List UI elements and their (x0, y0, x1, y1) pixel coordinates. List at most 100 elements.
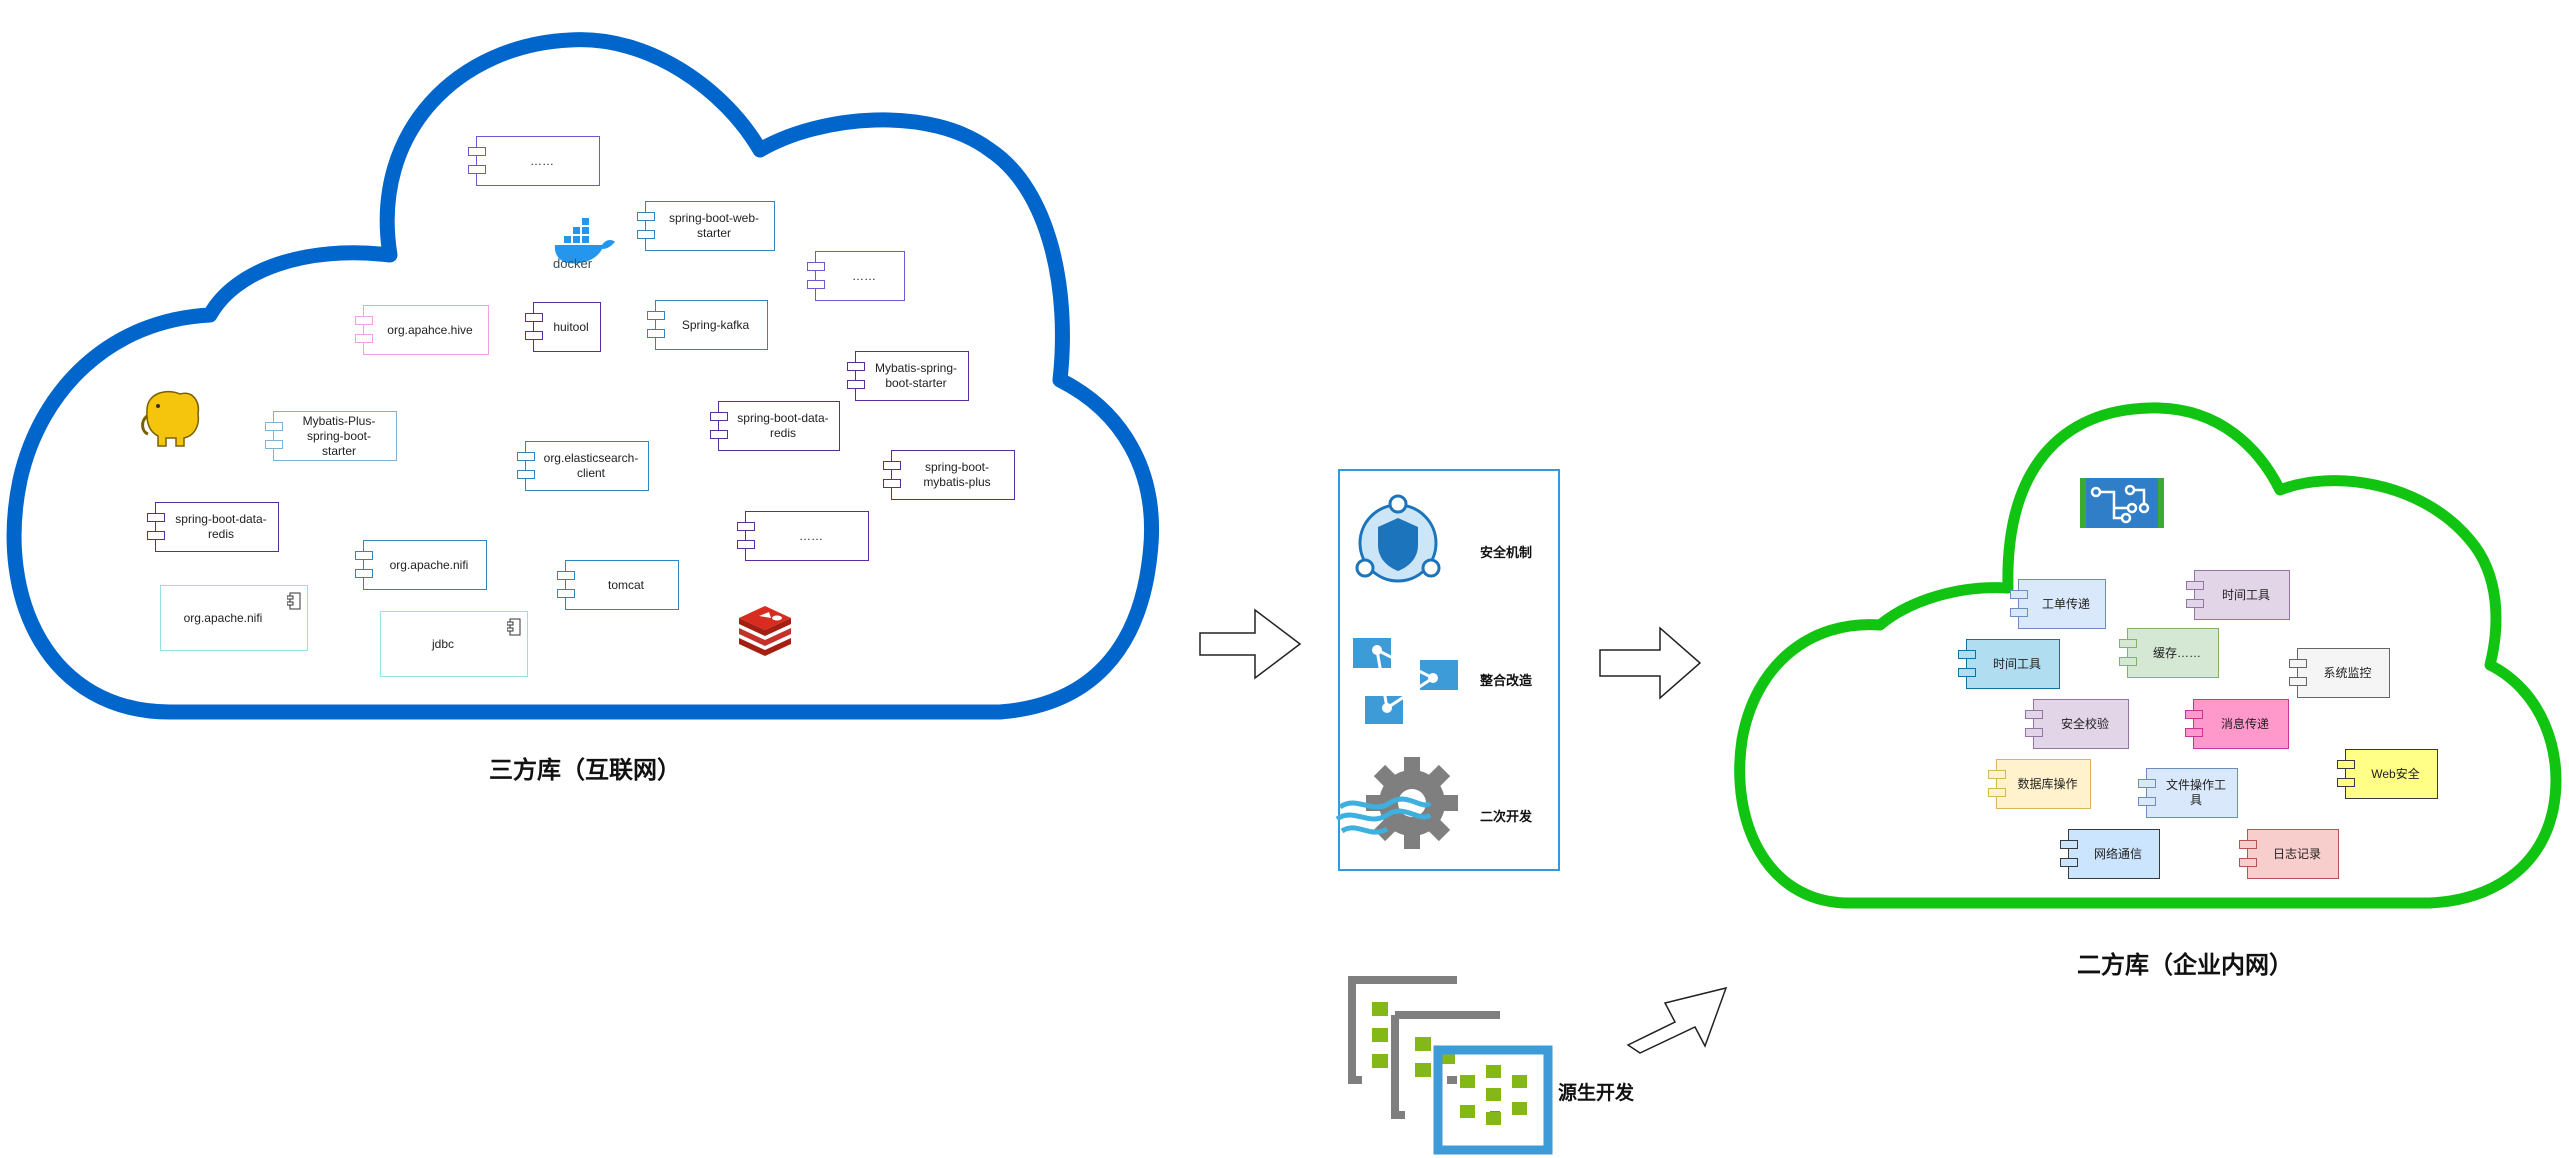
component-port (2337, 759, 2355, 769)
component-port (2185, 727, 2203, 737)
internet-cloud (6, 32, 1159, 720)
component-port (647, 328, 665, 338)
component-port (647, 310, 665, 320)
internet-component-15: org.apache.nifi (160, 585, 308, 651)
component-port (637, 229, 655, 239)
intranet-cloud-title: 二方库（企业内网） (2077, 952, 2293, 979)
intranet-component-11: 日志记录 (2239, 829, 2339, 879)
component-port (737, 521, 755, 531)
gear-icon (1335, 757, 1458, 849)
component-port (468, 164, 486, 174)
component-label: jdbc (431, 636, 454, 651)
arrow-to-intranet (1599, 626, 1702, 700)
intranet-component-8: 文件操作工具 (2138, 768, 2238, 818)
internet-cloud-title: 三方库（互联网） (489, 757, 681, 784)
intranet-component-7: 数据库操作 (1988, 759, 2091, 809)
internet-component-3: org.apahce.hive (355, 305, 489, 355)
component-label: 数据库操作 (2017, 776, 2078, 791)
component-label: 时间工具 (2221, 587, 2270, 602)
component-label: 消息传递 (2220, 716, 2269, 731)
component-port (2186, 580, 2204, 590)
component-label: 日志记录 (2272, 846, 2321, 861)
internet-component-14: tomcat (557, 560, 679, 610)
internet-component-13: org.apache.nifi (355, 540, 487, 590)
arrow-native-to-intranet (1626, 986, 1728, 1054)
internet-component-2: …… (807, 251, 905, 301)
docker-icon (554, 218, 615, 264)
shield-icon (1355, 494, 1441, 583)
component-label: tomcat (607, 577, 644, 592)
component-port (147, 512, 165, 522)
component-port (2239, 839, 2257, 849)
intranet-component-3: 缓存…… (2119, 628, 2219, 678)
intranet-component-2: 时间工具 (1958, 639, 2060, 689)
component-port (2337, 777, 2355, 787)
component-port (1958, 649, 1976, 659)
intranet-component-0: 工单传递 (2010, 579, 2106, 629)
component-port (2025, 709, 2043, 719)
internet-component-5: Spring-kafka (647, 300, 768, 350)
component-port (847, 361, 865, 371)
internet-component-6: Mybatis-spring-boot-starter (847, 351, 969, 401)
component-port (468, 146, 486, 156)
component-port (355, 568, 373, 578)
component-label: org.apahce.hive (387, 322, 473, 337)
component-port (1988, 787, 2006, 797)
component-port (807, 279, 825, 289)
component-label: 工单传递 (2041, 596, 2090, 611)
component-port (710, 429, 728, 439)
component-port (147, 530, 165, 540)
component-port (1958, 667, 1976, 677)
component-label: spring-boot-mybatis-plus (923, 460, 991, 489)
component-port (2010, 589, 2028, 599)
component-port (2289, 676, 2307, 686)
code-modules-icon (1348, 976, 1553, 1155)
component-label: Spring-kafka (681, 317, 750, 332)
docker-label: docker (553, 256, 593, 271)
intranet-component-10: 网络通信 (2060, 829, 2160, 879)
process-label-secondary-dev: 二次开发 (1480, 809, 1533, 824)
native-dev-label: 源生开发 (1558, 1083, 1635, 1104)
internet-component-16: jdbc (380, 611, 528, 677)
arrow-to-process (1199, 608, 1302, 680)
component-port (355, 315, 373, 325)
component-port (2060, 839, 2078, 849)
process-label-security: 安全机制 (1480, 545, 1533, 560)
component-icon (287, 592, 301, 610)
intranet-component-9: Web安全 (2337, 749, 2438, 799)
component-label: …… (852, 268, 876, 283)
component-icon (507, 618, 521, 636)
hadoop-elephant-icon (141, 390, 200, 447)
internet-component-9: org.elasticsearch-client (517, 441, 649, 491)
component-label: Mybatis-spring-boot-starter (874, 361, 958, 390)
component-port (2010, 607, 2028, 617)
internet-component-4: huitool (525, 302, 601, 352)
internet-component-7: Mybatis-Plus-spring-boot-starter (265, 411, 397, 461)
component-port (883, 478, 901, 488)
component-port (2119, 656, 2137, 666)
process-label-integration: 整合改造 (1480, 673, 1533, 688)
component-label: spring-boot-web-starter (668, 211, 760, 240)
internet-component-0: …… (468, 136, 600, 186)
component-label: spring-boot-data-redis (175, 512, 267, 541)
component-port (2239, 857, 2257, 867)
component-port (355, 550, 373, 560)
component-port (807, 261, 825, 271)
component-port (517, 451, 535, 461)
component-label: 文件操作工具 (2165, 778, 2226, 807)
component-port (2289, 658, 2307, 668)
intranet-component-6: 消息传递 (2185, 699, 2289, 749)
integration-icon (1353, 638, 1458, 724)
component-label: 缓存…… (2152, 645, 2201, 660)
internet-component-10: spring-boot-mybatis-plus (883, 450, 1015, 500)
intranet-component-5: 安全校验 (2025, 699, 2129, 749)
component-port (737, 539, 755, 549)
component-port (265, 439, 283, 449)
component-label: org.apache.nifi (183, 610, 263, 625)
component-port (557, 570, 575, 580)
component-port (525, 330, 543, 340)
redis-icon (739, 606, 791, 656)
circuit-board-icon (2080, 478, 2164, 528)
component-port (355, 333, 373, 343)
